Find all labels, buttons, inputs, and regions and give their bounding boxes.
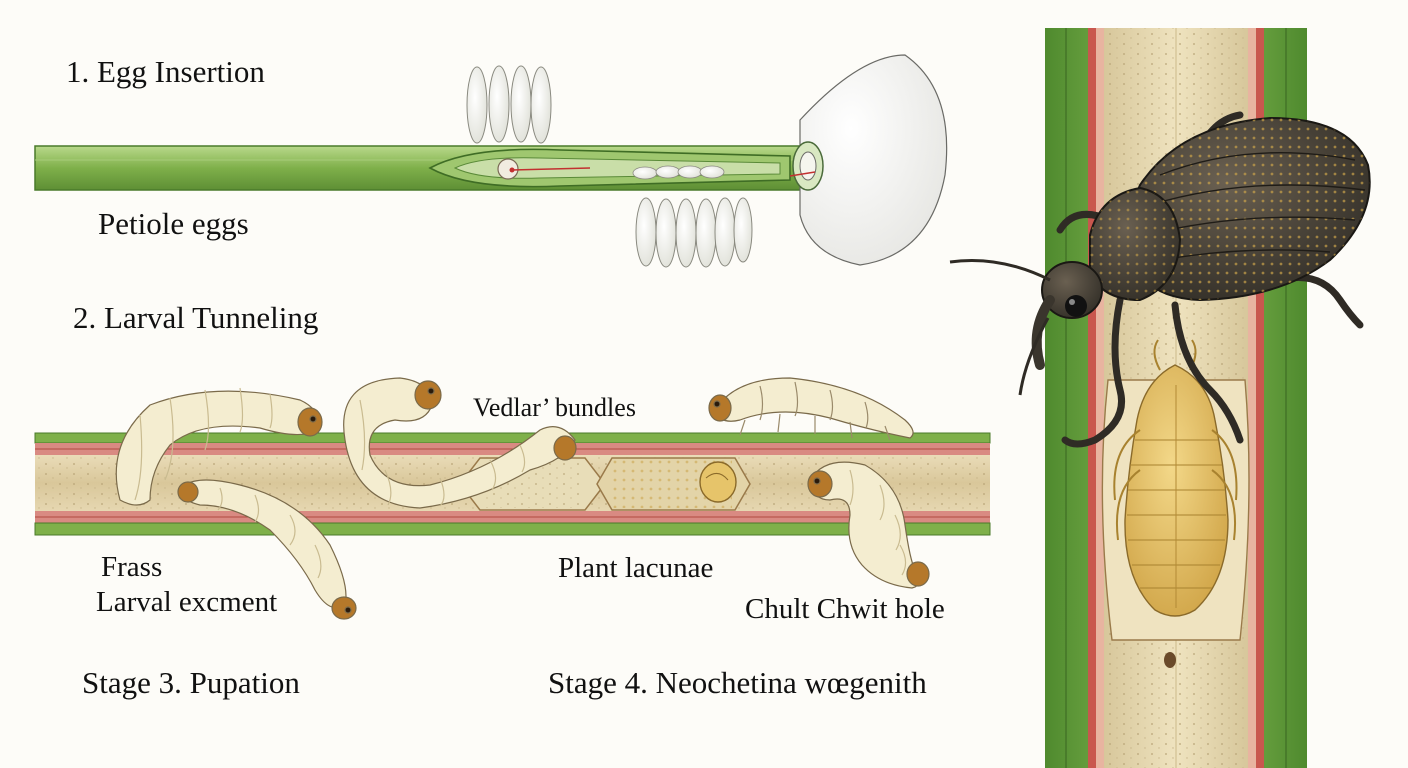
larva [177, 479, 357, 620]
larva [807, 461, 930, 589]
petiole-section [34, 54, 948, 268]
weevil-adult [949, 111, 1371, 448]
plant-lacunae-label: Plant lacunae [558, 552, 714, 584]
larva [708, 377, 914, 441]
larva [115, 387, 323, 506]
larva [343, 377, 577, 509]
frass-label: Frass [101, 551, 163, 583]
stage-4-title: Stage 4. Neochetina wœgenith [548, 665, 927, 700]
vascular-bundles-label: Vedlar’ bundles [473, 393, 636, 422]
larvae-group [115, 377, 930, 620]
exit-hole-label: Chult Chwit hole [745, 593, 945, 625]
larval-excrement-label: Larval excment [96, 586, 278, 618]
stage-1-title: 1. Egg Insertion [66, 54, 265, 89]
stage-3-title: Stage 3. Pupation [82, 665, 300, 700]
pupa [1113, 339, 1238, 617]
petiole-eggs-caption: Petiole eggs [98, 206, 249, 241]
stage-2-title: 2. Larval Tunneling [73, 300, 319, 335]
